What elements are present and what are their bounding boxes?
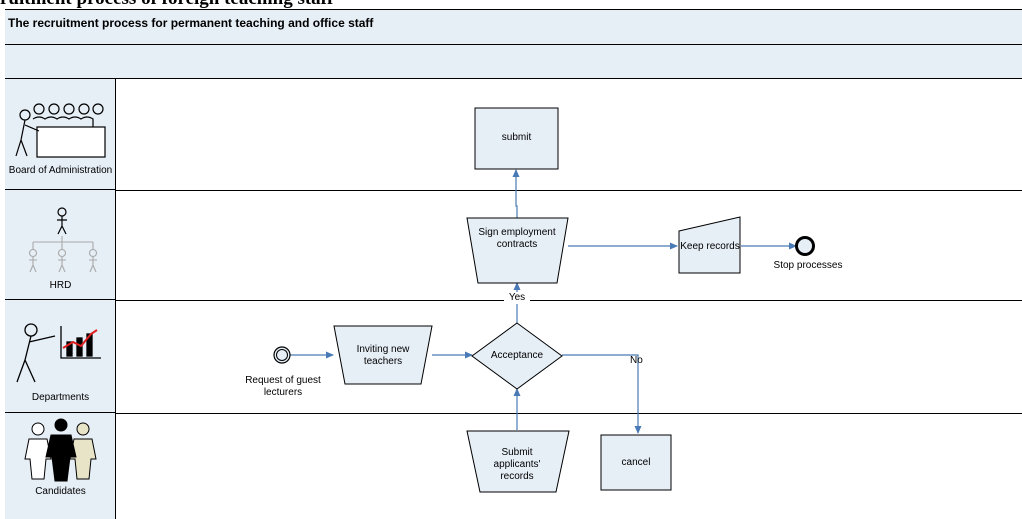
inviting-node [333,325,433,385]
board-meeting-icon [15,103,106,158]
sign-contracts-node [466,217,569,284]
lane-divider [116,190,1022,191]
connector-acceptance-to-cancel [562,354,642,434]
lane-header-hrd: HRD [5,190,116,300]
lane-divider [116,413,1022,414]
diagram-title-bar: The recruitment process for permanent te… [5,9,1022,45]
stop-event [795,236,815,256]
acceptance-label: Acceptance [490,350,544,361]
lane-label-departments: Departments [31,392,90,403]
lane-header-departments: Departments [5,300,116,413]
submit-records-label: Submit applicants' records [493,447,541,482]
lane-header-candidates: Candidates [5,413,116,519]
start-event [273,346,291,364]
cancel-label: cancel [621,457,651,468]
inviting-node-label: Inviting new teachers [356,344,410,367]
edge-label-no: No [630,355,643,366]
edge-label-yes: Yes [504,292,530,304]
submit-records-node [466,430,570,493]
lane-header-board: Board of Administration [5,79,116,190]
stop-event-label: Stop processes [773,260,843,271]
lane-divider [116,300,1022,301]
page-heading: ruitment process of foreign teaching sta… [0,0,1022,8]
lane-label-hrd: HRD [49,280,72,291]
presenter-chart-icon [16,323,101,383]
lane-label-candidates: Candidates [35,486,86,497]
keep-records-label: Keep records [680,241,740,252]
submit-node [474,107,559,170]
lane-label-board: Board of Administration [8,165,113,176]
keep-records-node [678,216,741,274]
diagram-title: The recruitment process for permanent te… [8,16,374,30]
sign-contracts-label: Sign employment contracts [478,227,556,250]
org-chart-icon [28,207,98,273]
start-event-label: Request of guest lecturers [245,375,321,398]
cancel-node [600,434,672,491]
connector-sign-to-submit [512,169,520,218]
acceptance-decision [471,322,563,390]
people-group-icon [24,418,97,482]
diagram-subheader [5,45,1022,79]
submit-label: submit [501,132,532,143]
